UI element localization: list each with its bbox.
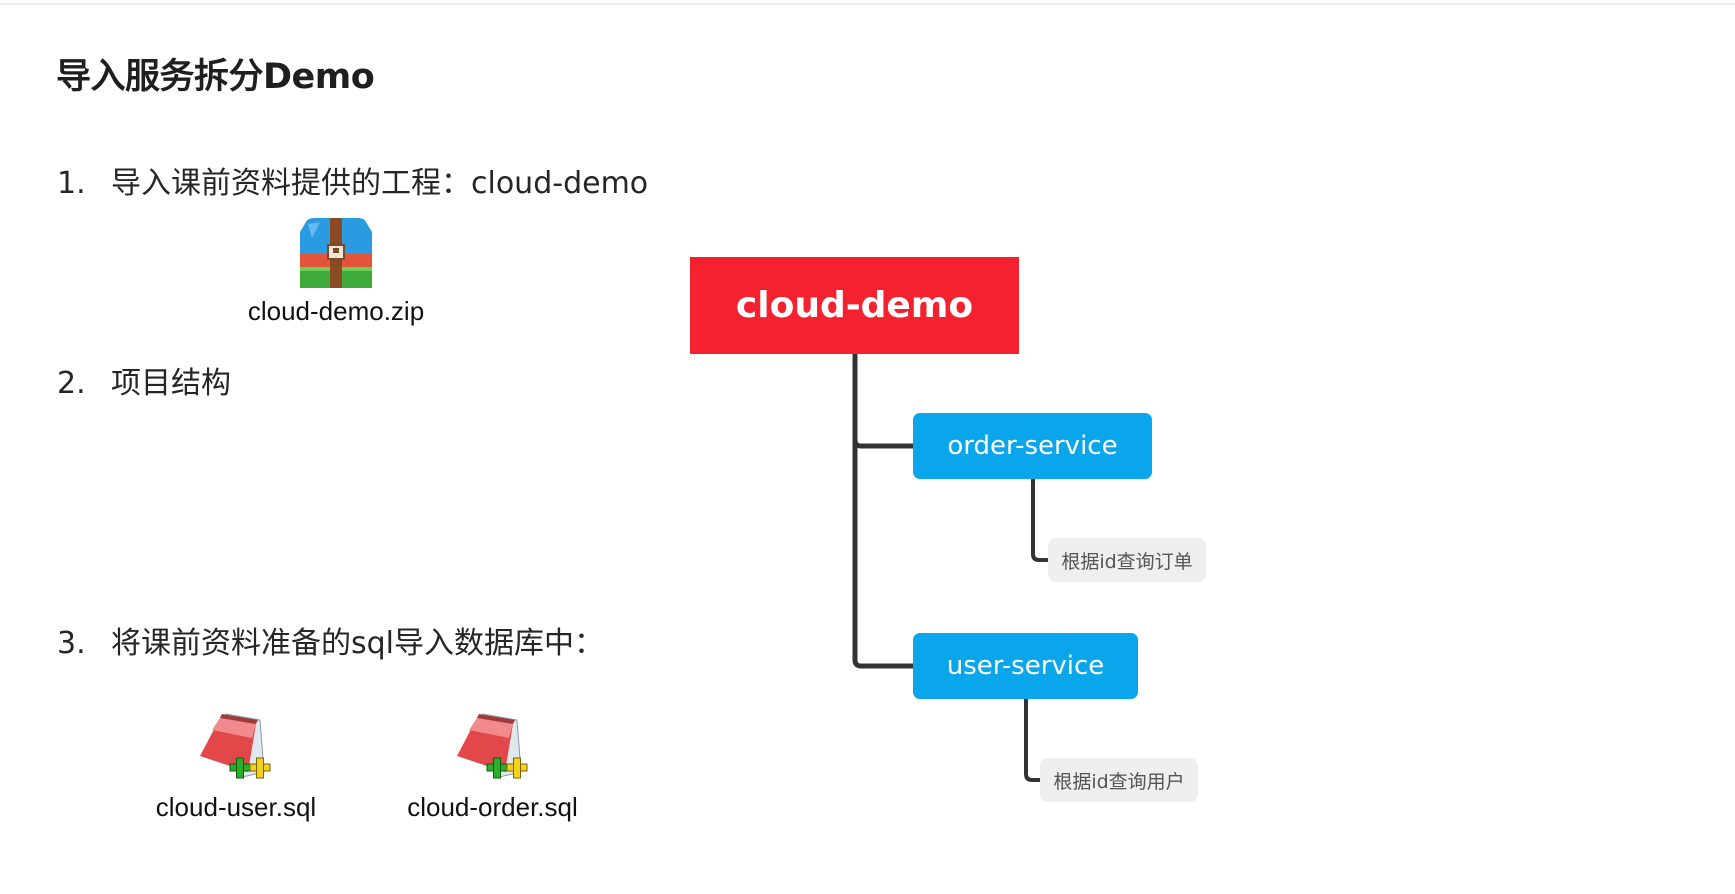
yellow-plus bbox=[249, 757, 271, 779]
sql-file-icon bbox=[456, 713, 527, 779]
sql-file-icon bbox=[200, 713, 271, 779]
zip-file-name: cloud-demo.zip bbox=[247, 296, 425, 326]
step-2: 2. 项目结构 bbox=[57, 358, 231, 402]
step-number: 2. bbox=[57, 366, 86, 401]
step-number: 1. bbox=[57, 166, 86, 201]
root-trunk-line bbox=[852, 354, 913, 669]
step-text: 将课前资料准备的sql导入数据库中： bbox=[111, 626, 605, 661]
mindmap-user-leaf: 根据id查询用户 bbox=[1040, 758, 1198, 802]
user-leaf-line bbox=[1024, 699, 1040, 782]
order-sql-file-name: cloud-order.sql bbox=[407, 792, 578, 822]
mindmap-order-leaf: 根据id查询订单 bbox=[1048, 538, 1206, 582]
zip-file[interactable]: cloud-demo.zip bbox=[226, 218, 446, 327]
step-1: 1. 导入课前资料提供的工程：cloud-demo bbox=[57, 158, 648, 202]
user-sql-file-name: cloud-user.sql bbox=[155, 792, 317, 822]
step-3: 3. 将课前资料准备的sql导入数据库中： bbox=[57, 618, 604, 662]
order-leaf-line bbox=[1031, 479, 1048, 562]
step-text: 导入课前资料提供的工程：cloud-demo bbox=[111, 166, 649, 201]
user-sql-file[interactable]: cloud-user.sql bbox=[136, 712, 336, 823]
top-divider bbox=[0, 3, 1735, 5]
mindmap-user-service-node: user-service bbox=[913, 633, 1138, 699]
mindmap-order-service-node: order-service bbox=[913, 413, 1152, 479]
archive-icon bbox=[300, 218, 372, 288]
step-number: 3. bbox=[57, 626, 86, 661]
page-heading: 导入服务拆分Demo bbox=[56, 57, 375, 97]
order-sql-file[interactable]: cloud-order.sql bbox=[385, 712, 600, 823]
step-text: 项目结构 bbox=[111, 366, 231, 401]
mindmap-root-node: cloud-demo bbox=[690, 257, 1019, 354]
